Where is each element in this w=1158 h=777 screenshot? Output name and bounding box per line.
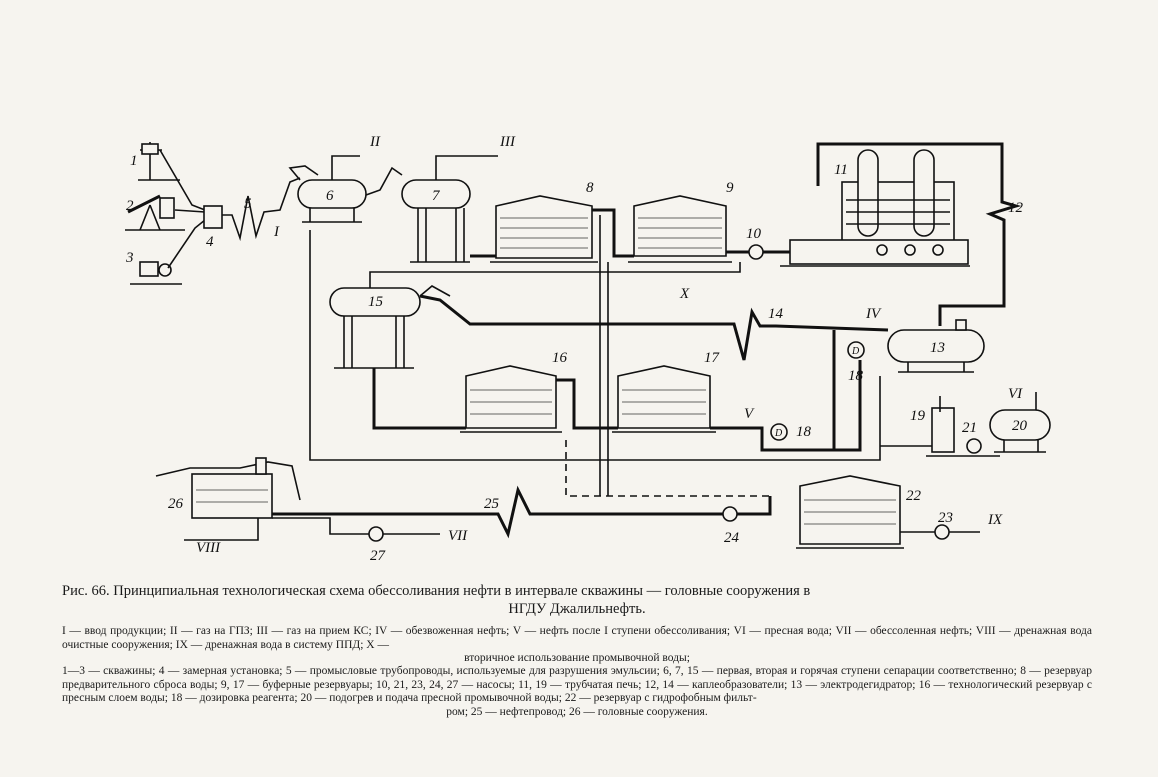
label-10: 10: [746, 226, 762, 242]
legend-streams: I — ввод продукции; II — газ на ГПЗ; III…: [62, 625, 1092, 666]
pipe-furnace-loop: [816, 142, 1004, 196]
pump-10: [748, 244, 764, 260]
label-5: 5: [244, 196, 252, 212]
tank-16: [460, 365, 562, 433]
label-7: 7: [432, 188, 441, 204]
dosing-18-upper: [847, 341, 865, 359]
pipe-16-to-17: [556, 378, 618, 430]
label-9: 9: [726, 180, 734, 196]
label-19: 19: [910, 408, 926, 424]
label-11: 11: [834, 162, 848, 178]
label-27: 27: [370, 548, 387, 564]
label-8: 8: [586, 180, 594, 196]
label-22: 22: [906, 488, 922, 504]
process-flow-diagram: 1 2 3 4 5 I 6 II 7 III 8: [125, 134, 1051, 564]
label-16: 16: [552, 350, 568, 366]
legend-streams-line-2: вторичное использование промывочной воды…: [464, 652, 690, 664]
stream-II-label: II: [369, 134, 381, 150]
label-3: 3: [125, 250, 134, 266]
separator-15: [329, 271, 600, 369]
caption-line-1: Рис. 66. Принципиальная технологическая …: [62, 583, 811, 599]
caption-line-2: НГДУ Джалильнефть.: [508, 601, 646, 617]
stream-X-label: X: [679, 286, 690, 302]
electrodehydrator-13: [887, 319, 985, 373]
tank-9: [628, 195, 732, 263]
legend-items-line-1: 1—3 — скважины; 4 — замерная установка; …: [62, 665, 1092, 704]
stream-VIII-label: VIII: [196, 540, 221, 556]
label-14: 14: [768, 306, 784, 322]
pipe-wash-water-return: [309, 230, 881, 461]
label-18-upper: 18: [848, 368, 864, 384]
stream-VI-label: VI: [1008, 386, 1023, 402]
pipe-dashed-recycle: [565, 440, 770, 497]
pipeline-25: [272, 485, 723, 539]
separator-6: [288, 155, 367, 223]
well-2-pumpjack: [125, 194, 185, 231]
well-1: [138, 142, 180, 181]
label-15: 15: [368, 294, 384, 310]
pump-21: [966, 438, 982, 454]
legend-streams-line-1: I — ввод продукции; II — газ на ГПЗ; III…: [62, 625, 1092, 651]
dose-symbol-upper: D: [851, 346, 860, 357]
well-lines: [159, 149, 206, 269]
pipe-15-to-16: [372, 368, 466, 430]
dose-symbol-lower: D: [774, 428, 783, 439]
separator-7: [401, 155, 498, 263]
stream-I-label: I: [273, 224, 280, 240]
pump-27: [368, 526, 384, 542]
pump-24: [722, 506, 738, 522]
label-12: 12: [1008, 200, 1024, 216]
label-26: 26: [168, 496, 184, 512]
stream-IX-label: IX: [987, 512, 1003, 528]
legend-items: 1—3 — скважины; 4 — замерная установка; …: [62, 665, 1092, 719]
pipe-17-to-24: [737, 496, 772, 516]
pipe-6-to-7: [365, 166, 403, 196]
label-25: 25: [484, 496, 500, 512]
tank-8: [490, 195, 598, 263]
pump-23: [934, 524, 950, 540]
legend-items-line-2: ром; 25 — нефтепровод; 26 — головные соо…: [446, 705, 708, 718]
label-24: 24: [724, 530, 740, 546]
stream-VIII-line: [184, 518, 259, 541]
pipe-26-to-27: [272, 517, 369, 535]
label-18-lower: 18: [796, 424, 812, 440]
label-6: 6: [326, 188, 334, 204]
stream-V-line: [710, 360, 862, 452]
tank-22: [796, 475, 904, 549]
meter-unit-4: [203, 205, 223, 229]
stream-X-line: [600, 262, 741, 273]
pipe-8-to-9: [592, 208, 634, 258]
label-1: 1: [130, 153, 138, 169]
label-23: 23: [938, 510, 953, 526]
furnace-19: [926, 396, 1000, 457]
tank-17: [612, 365, 716, 433]
label-4: 4: [206, 234, 214, 250]
coalescer-12: [938, 196, 1022, 326]
coalescer-14: [419, 294, 889, 361]
head-works-26: [155, 457, 301, 519]
heater-20: [989, 409, 1051, 453]
label-2: 2: [126, 198, 134, 214]
label-20: 20: [1012, 418, 1028, 434]
pipe-5-zigzag: [222, 177, 301, 242]
dosing-18-lower: [770, 423, 788, 441]
stream-IV-label: IV: [865, 306, 882, 322]
label-17: 17: [704, 350, 721, 366]
label-13: 13: [930, 340, 945, 356]
furnace-11: [780, 149, 970, 267]
figure-caption: Рис. 66. Принципиальная технологическая …: [62, 582, 1092, 618]
stream-III-label: III: [499, 134, 516, 150]
label-21: 21: [962, 420, 977, 436]
stream-V-label: V: [744, 406, 755, 422]
well-3: [130, 261, 182, 285]
stream-VII-label: VII: [448, 528, 468, 544]
